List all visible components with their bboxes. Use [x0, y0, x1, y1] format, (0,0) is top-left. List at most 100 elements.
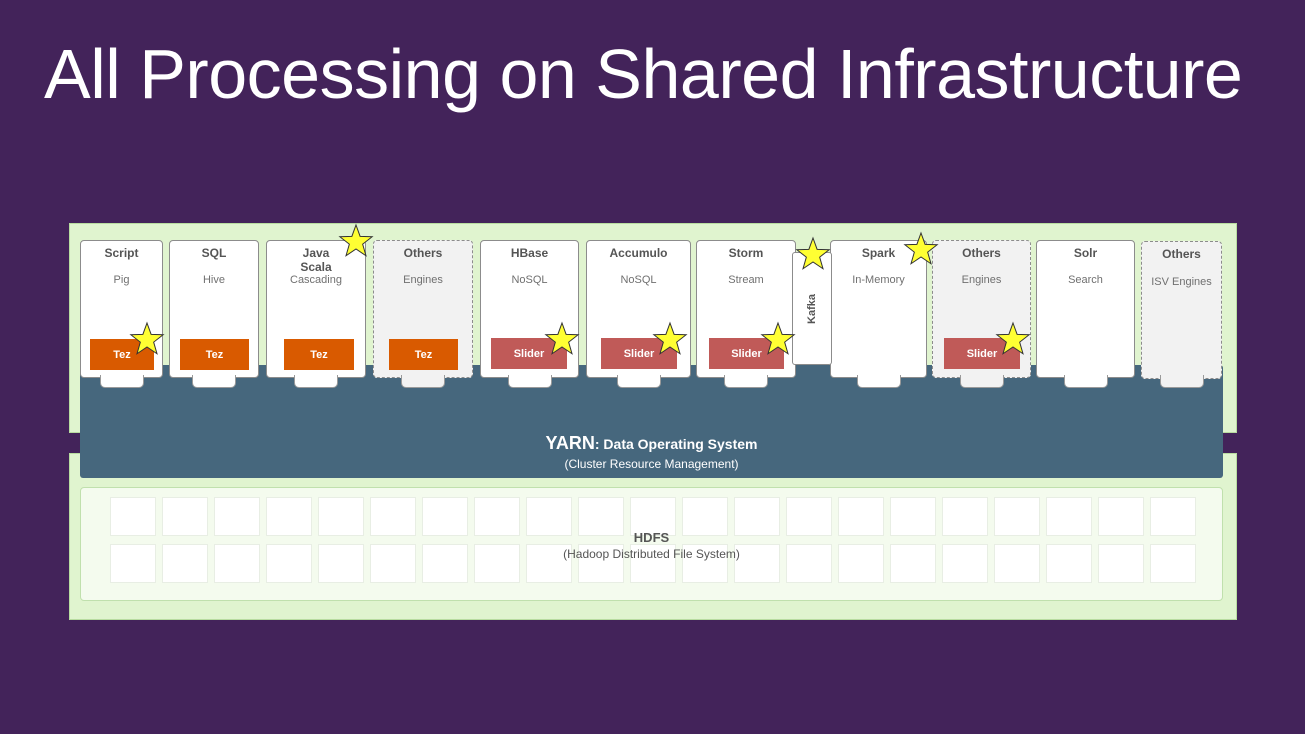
hdfs-block: [734, 497, 780, 536]
hdfs-block: [162, 544, 208, 583]
hdfs-block: [214, 497, 260, 536]
engine-subtitle: Stream: [728, 274, 764, 286]
hdfs-block: [318, 497, 364, 536]
engine-subtitle: Hive: [202, 274, 225, 286]
star-icon: [129, 321, 165, 355]
engine-name: Accumulo: [609, 246, 668, 260]
hdfs-block: [1150, 544, 1196, 583]
hdfs-block: [1046, 497, 1092, 536]
star-icon: [903, 231, 939, 265]
hdfs-block: [630, 544, 676, 583]
slider-badge: Slider: [944, 338, 1020, 369]
engine-name: HBase: [510, 246, 549, 260]
engine-subtitle: Cascading: [290, 274, 342, 286]
engine-subtitle: ISV Engines: [1151, 276, 1212, 288]
engine-name: Others: [1162, 247, 1201, 261]
hdfs-block: [838, 544, 884, 583]
engine-connector-tab: [507, 375, 552, 388]
page-title: All Processing on Shared Infrastructure: [44, 35, 1243, 113]
star-icon: [652, 321, 688, 355]
hdfs-block: [110, 544, 156, 583]
engine-connector-tab: [1159, 375, 1204, 388]
hdfs-block: [318, 544, 364, 583]
engine-name: Others: [962, 246, 1001, 260]
yarn-title: YARN: Data Operating System: [80, 433, 1223, 454]
hdfs-block: [370, 544, 416, 583]
hdfs-block: [682, 544, 728, 583]
hdfs-block: [1046, 544, 1092, 583]
engine-name: Storm: [728, 246, 764, 260]
engine-subtitle: Engines: [961, 274, 1002, 286]
hdfs-block: [838, 497, 884, 536]
hdfs-block: [266, 544, 312, 583]
star-icon: [995, 321, 1031, 355]
engine-connector-tab: [99, 375, 144, 388]
hdfs-block: [786, 497, 832, 536]
hdfs-block: [474, 544, 520, 583]
hdfs-block: [526, 544, 572, 583]
hdfs-block: [370, 497, 416, 536]
hdfs-subtitle: (Hadoop Distributed File System): [563, 547, 740, 561]
hdfs-block: [422, 544, 468, 583]
hdfs-block: [630, 497, 676, 536]
engine-connector-tab: [959, 375, 1004, 388]
yarn-name: YARN: [545, 433, 595, 453]
engine-name: SQL: [201, 246, 227, 260]
engine-connector-tab: [856, 375, 901, 388]
engine-subtitle: Engines: [403, 274, 443, 286]
slider-badge: Slider: [491, 338, 567, 369]
engine-kafka-label: Kafka: [806, 294, 818, 324]
hdfs-block: [162, 497, 208, 536]
engine-subtitle: NoSQL: [511, 274, 548, 286]
engine-connector-tab: [192, 375, 236, 388]
engine-kafka: [792, 252, 832, 365]
slider-badge: Slider: [709, 338, 784, 369]
hdfs-title: HDFS: [633, 530, 670, 545]
engine-subtitle: Pig: [113, 274, 130, 286]
hdfs-block: [786, 544, 832, 583]
yarn-subtitle: (Cluster Resource Management): [564, 457, 739, 471]
engine-name: Script: [104, 246, 139, 260]
engine-subtitle: Search: [1068, 274, 1103, 286]
hdfs-block: [578, 497, 624, 536]
hdfs-block: [422, 497, 468, 536]
hdfs-block: [1098, 497, 1144, 536]
hdfs-block: [682, 497, 728, 536]
hdfs-block: [110, 497, 156, 536]
star-icon: [760, 321, 796, 355]
yarn-title-rest: : Data Operating System: [594, 436, 758, 452]
hdfs-block: [942, 544, 988, 583]
hdfs-block: [994, 497, 1040, 536]
star-icon: [338, 223, 374, 257]
hdfs-block: [1098, 544, 1144, 583]
hdfs-block: [526, 497, 572, 536]
hdfs-block: [266, 497, 312, 536]
hdfs-block: [214, 544, 260, 583]
engine-subtitle: In-Memory: [852, 274, 905, 286]
tez-badge: Tez: [284, 339, 354, 370]
engine-connector-tab: [401, 375, 445, 388]
engine-connector-tab: [616, 375, 661, 388]
hdfs-block: [474, 497, 520, 536]
star-icon: [544, 321, 580, 355]
engine-name: Others: [403, 246, 443, 260]
engine-subtitle: NoSQL: [620, 274, 657, 286]
hdfs-block: [942, 497, 988, 536]
engine-name: Spark: [861, 246, 896, 260]
tez-badge: Tez: [90, 339, 154, 370]
engine-name: Solr: [1073, 246, 1098, 260]
hdfs-block: [994, 544, 1040, 583]
hdfs-block: [1150, 497, 1196, 536]
engine-connector-tab: [294, 375, 338, 388]
hdfs-block: [734, 544, 780, 583]
engine-connector-tab: [1063, 375, 1108, 388]
hdfs-block: [890, 544, 936, 583]
tez-badge: Tez: [180, 339, 249, 370]
engine-connector-tab: [724, 375, 768, 388]
star-icon: [795, 236, 831, 270]
hdfs-block: [578, 544, 624, 583]
hdfs-block: [890, 497, 936, 536]
